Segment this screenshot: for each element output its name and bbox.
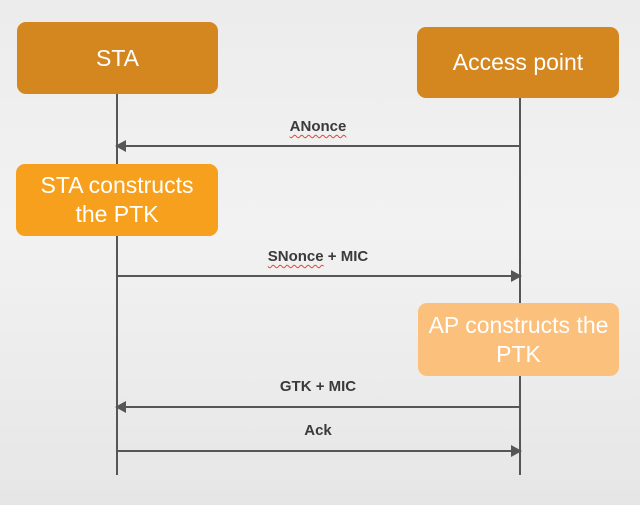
snonce-mic-label: SNonce + MIC <box>267 248 369 265</box>
sta-lifeline <box>116 94 118 475</box>
sta-construct-box: STA constructs the PTK <box>16 164 218 236</box>
gtk-mic-arrow <box>115 401 520 413</box>
ack-arrow <box>117 445 522 457</box>
arrowhead-left-icon <box>115 140 126 152</box>
arrowhead-right-icon <box>511 445 522 457</box>
ap-lifeline <box>519 98 521 475</box>
ap-construct-label: AP constructs the PTK <box>428 311 609 367</box>
anonce-label: ANonce <box>289 118 347 135</box>
sta-participant-label: STA <box>95 44 140 71</box>
anonce-arrow <box>115 140 520 152</box>
sta-construct-label: STA constructs the PTK <box>40 172 194 227</box>
ap-construct-box: AP constructs the PTK <box>418 303 619 376</box>
gtk-mic-label: GTK + MIC <box>279 378 357 395</box>
ap-participant-box: Access point <box>417 27 619 98</box>
ap-participant-label: Access point <box>452 49 584 76</box>
ack-label: Ack <box>304 422 332 439</box>
sta-participant-box: STA <box>17 22 218 94</box>
arrowhead-right-icon <box>511 270 522 282</box>
snonce-mic-arrow <box>117 270 522 282</box>
arrowhead-left-icon <box>115 401 126 413</box>
